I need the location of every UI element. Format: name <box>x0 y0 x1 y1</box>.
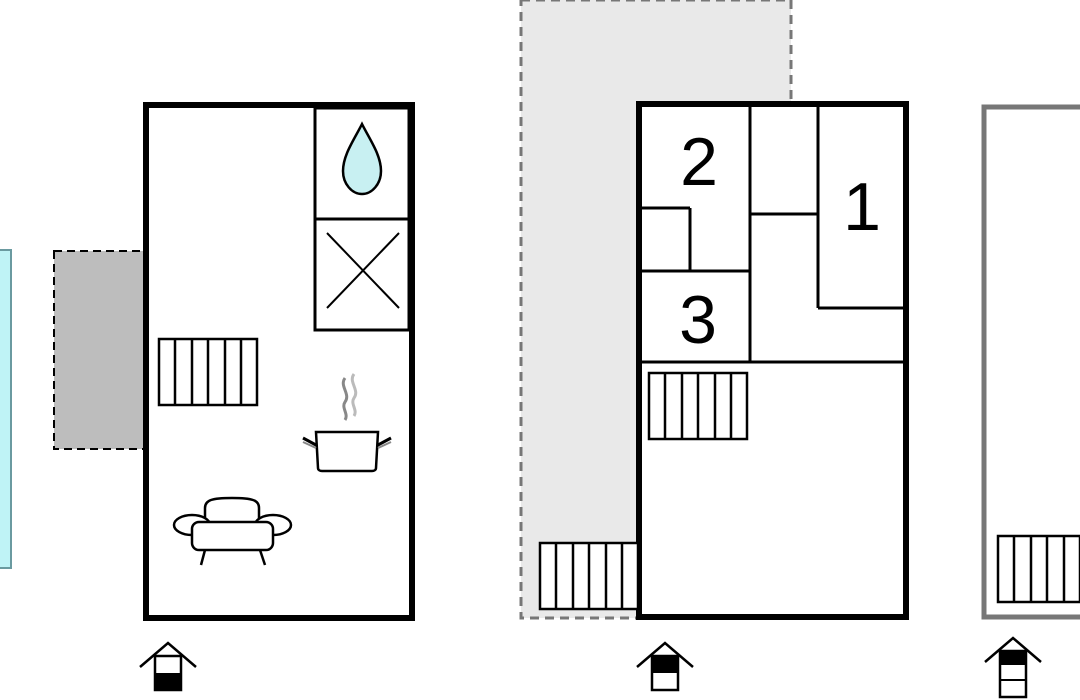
cooking-pot-icon <box>302 373 392 473</box>
room-label-bedroom-2: 2 <box>680 124 718 200</box>
fireplace-room <box>313 217 411 332</box>
room-label-bedroom-3: 3 <box>679 282 717 358</box>
fireplace-icon <box>326 232 400 309</box>
stairs-icon <box>538 541 640 611</box>
internal-walls <box>642 107 903 364</box>
floor-level-icon <box>139 641 197 692</box>
water-drop-icon <box>341 121 383 196</box>
top-floor-outline <box>981 104 1080 620</box>
stairs-icon <box>157 337 259 407</box>
upper-floor: 2 1 3 <box>636 101 909 620</box>
floor-level-icon <box>984 636 1042 699</box>
sofa-icon <box>172 496 293 566</box>
floor-level-icon <box>636 641 694 692</box>
stairs-icon <box>996 534 1080 604</box>
top-floor <box>981 104 1080 699</box>
pool <box>0 249 12 569</box>
room-label-bedroom-1: 1 <box>843 169 881 245</box>
ground-floor <box>139 102 415 692</box>
stairs-icon <box>647 371 749 441</box>
terrace <box>53 250 147 450</box>
